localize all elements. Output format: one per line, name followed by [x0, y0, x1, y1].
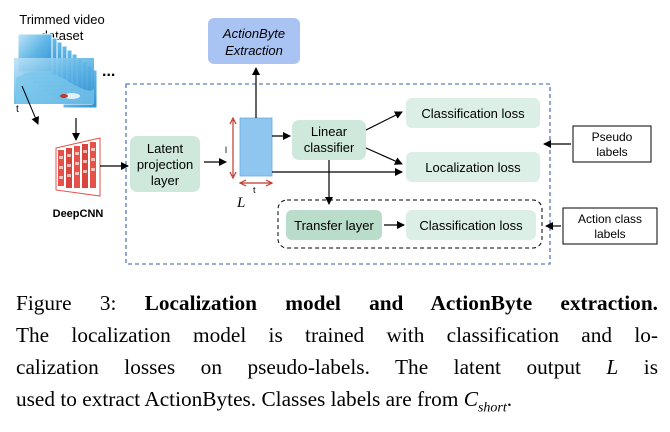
caption-line-3: calization losses on pseudo-labels. The …	[16, 351, 658, 383]
deepcnn-icon	[55, 137, 101, 197]
action-line2: labels	[594, 227, 625, 241]
caption-line-4: used to extract ActionBytes. Classes lab…	[16, 383, 658, 424]
caption-C-sub: short	[477, 400, 507, 416]
classification-loss-label: Classification loss	[421, 106, 525, 121]
caption-title: Localization model and ActionByte extrac…	[144, 291, 653, 315]
more-frames-dots: ...	[102, 63, 115, 80]
pseudo-line1: Pseudo	[592, 130, 633, 144]
action-line1: Action class	[578, 212, 642, 226]
latent-line1: Latent	[147, 141, 184, 156]
pseudo-labels-box	[572, 125, 652, 163]
caption-line3-end: .	[506, 387, 513, 411]
latent-L-label: L	[236, 195, 245, 211]
latent-line3: layer	[151, 173, 180, 188]
transfer-layer-label: Transfer layer	[294, 218, 374, 233]
localization-loss-label: Localization loss	[425, 160, 521, 175]
latent-width-label: t	[253, 185, 256, 195]
latent-height-label: l	[225, 145, 227, 155]
figure-diagram: Trimmed video dataset ... t	[14, 12, 658, 265]
latent-output-block	[239, 117, 273, 177]
video-frames-image	[14, 33, 98, 109]
time-axis-label: t	[16, 104, 19, 115]
transfer-dashed-group	[277, 199, 543, 249]
caption-title-end: .	[652, 291, 658, 315]
linear-line2: classifier	[304, 140, 355, 155]
classification-loss-box	[406, 98, 540, 128]
linear-to-cls-arrow	[365, 111, 403, 131]
pseudo-line2: labels	[596, 145, 627, 159]
classification-loss2-box	[406, 210, 536, 240]
linear-to-loc-arrow	[365, 147, 403, 165]
actionbyte-extraction-box	[208, 18, 300, 64]
latent-projection-box	[130, 136, 200, 192]
deepcnn-label: DeepCNN	[53, 208, 104, 220]
localization-loss-box	[406, 152, 540, 182]
actionbyte-line2: Extraction	[225, 43, 283, 58]
caption-L: L	[606, 355, 619, 379]
time-axis-arrow	[21, 85, 39, 125]
latent-line2: projection	[137, 157, 193, 172]
model-dashed-container	[125, 83, 551, 265]
dataset-label-line1: Trimmed video	[19, 12, 104, 27]
action-class-labels-box	[562, 207, 658, 245]
caption-line-1: Figure 3: Localization model and ActionB…	[16, 287, 658, 319]
caption-line2-end: is	[618, 355, 658, 379]
caption-prefix: Figure 3:	[16, 291, 145, 315]
linear-classifier-box	[292, 120, 366, 160]
caption-line-2: The localization model is trained with c…	[16, 323, 658, 347]
caption-C: C	[463, 387, 478, 411]
classification-loss2-label: Classification loss	[419, 218, 523, 233]
caption-line2-text: calization losses on pseudo-labels. The …	[16, 355, 607, 379]
figure-caption: Figure 3: Localization model and ActionB…	[16, 287, 658, 424]
linear-line1: Linear	[311, 124, 348, 139]
caption-line3-text: used to extract ActionBytes. Classes lab…	[16, 387, 464, 411]
actionbyte-line1: ActionByte	[222, 26, 285, 41]
transfer-layer-box	[286, 210, 382, 240]
